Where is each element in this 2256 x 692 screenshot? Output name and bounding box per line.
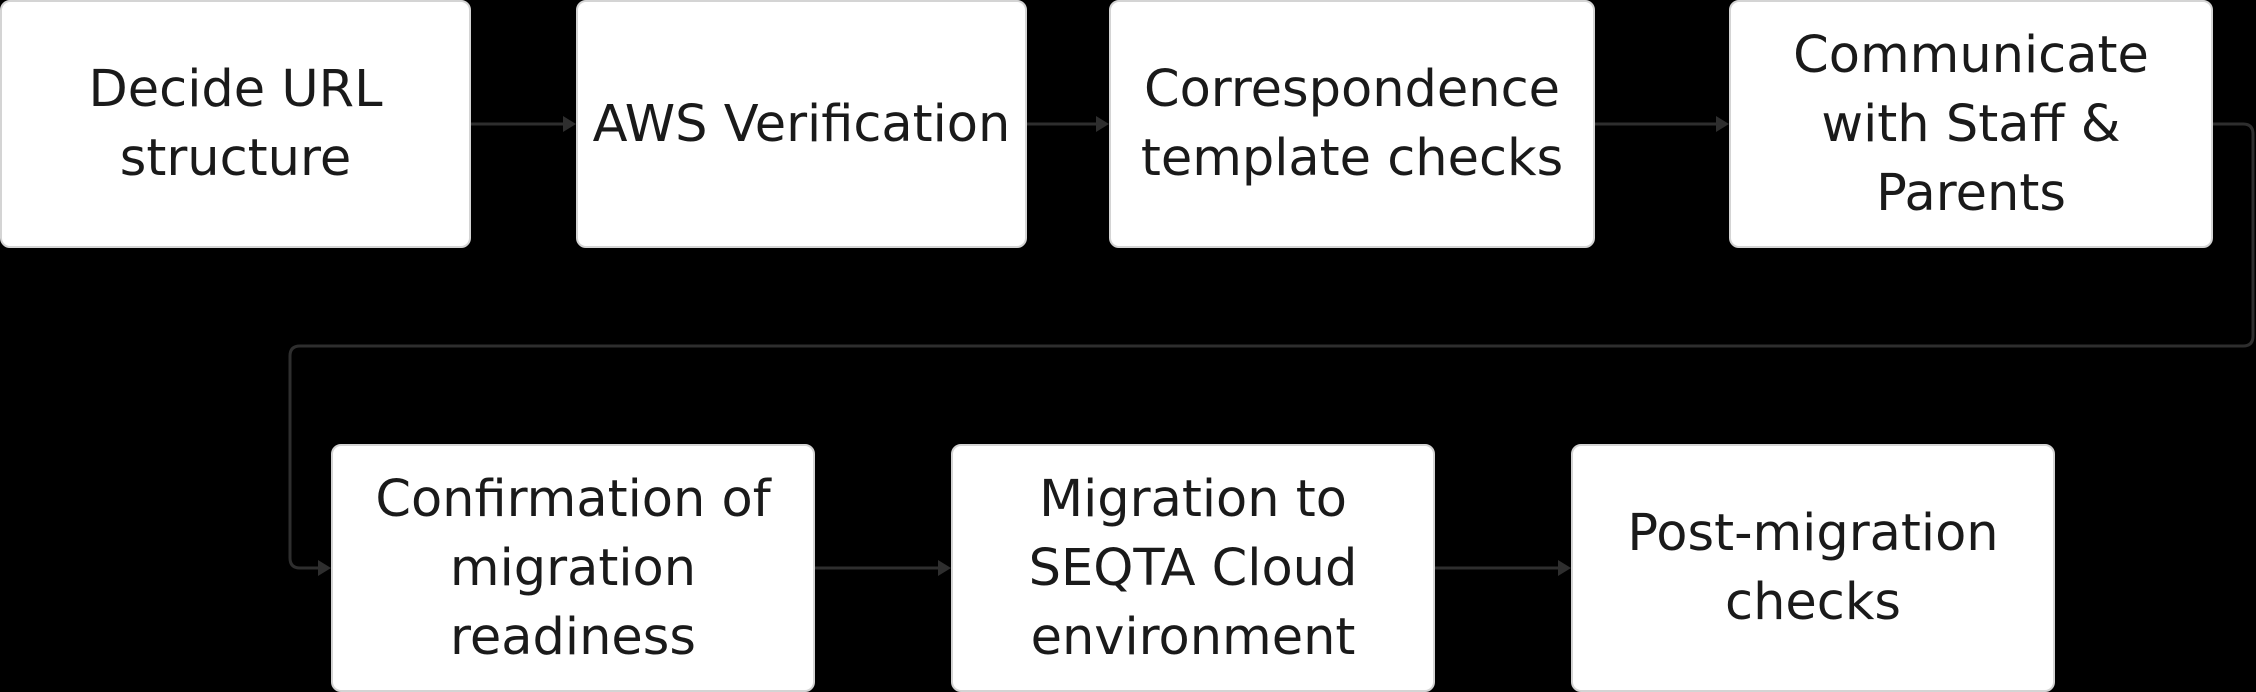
arrowhead-n3-n4 xyxy=(1716,116,1729,132)
node-communicate-staff-parents: Communicate with Staff & Parents xyxy=(1729,0,2213,248)
node-label: Communicate with Staff & Parents xyxy=(1793,25,2149,223)
node-label: AWS Verification xyxy=(592,94,1011,154)
node-aws-verification: AWS Verification xyxy=(576,0,1027,248)
arrowhead-n5-n6 xyxy=(938,560,951,576)
node-label: Confirmation of migration readiness xyxy=(375,469,771,667)
node-confirmation-migration-readiness: Confirmation of migration readiness xyxy=(331,444,815,692)
node-label: Correspondence template checks xyxy=(1140,60,1564,188)
edge-n4-n5 xyxy=(288,122,2255,570)
node-migration-seqta-cloud: Migration to SEQTA Cloud environment xyxy=(951,444,1435,692)
node-post-migration-checks: Post-migration checks xyxy=(1571,444,2055,692)
node-label: Post-migration checks xyxy=(1627,504,1999,632)
arrowhead-n6-n7 xyxy=(1558,560,1571,576)
arrowhead-n4-n5 xyxy=(318,560,331,576)
node-label: Decide URL structure xyxy=(88,60,383,188)
node-label: Migration to SEQTA Cloud environment xyxy=(1028,469,1358,667)
arrowhead-n1-n2 xyxy=(563,116,576,132)
arrowhead-n2-n3 xyxy=(1096,116,1109,132)
node-correspondence-template-checks: Correspondence template checks xyxy=(1109,0,1595,248)
node-decide-url-structure: Decide URL structure xyxy=(0,0,471,248)
